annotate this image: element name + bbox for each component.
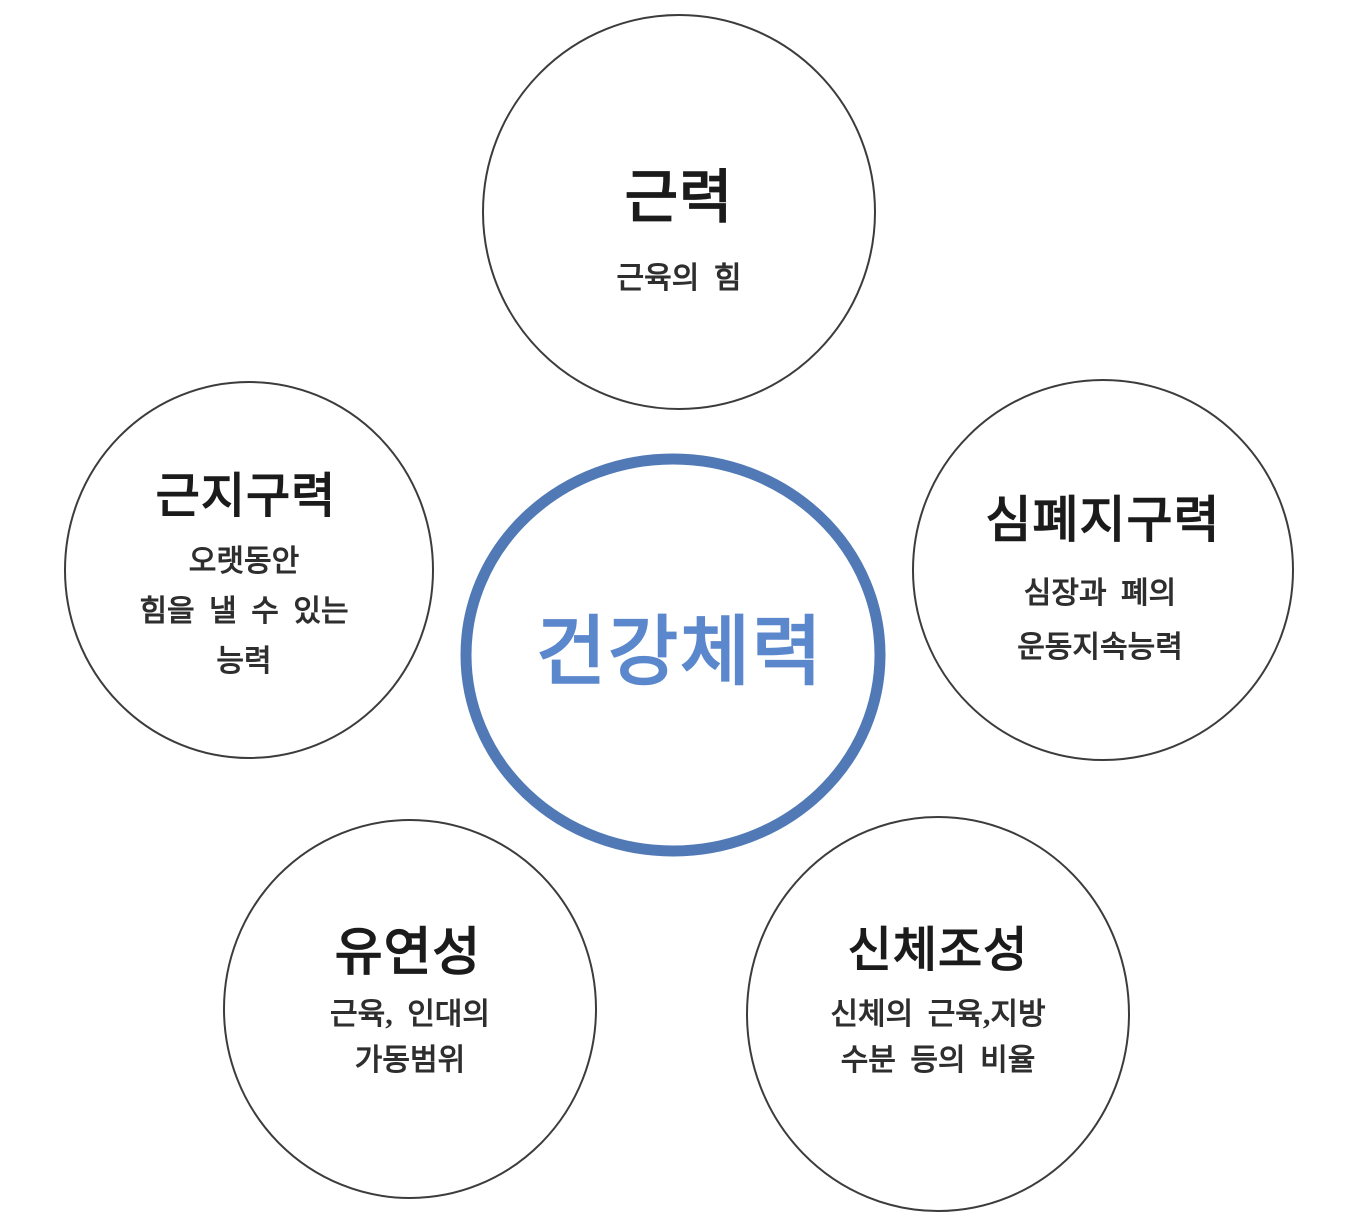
bottom-left-node-subtitle: 근육, 인대의 가동범위 xyxy=(330,992,490,1084)
bottom-left-node-circle xyxy=(223,819,597,1199)
subtitle-line: 수분 등의 비율 xyxy=(840,1044,1036,1077)
subtitle-line: 근육의 힘 xyxy=(616,262,742,295)
right-node-circle xyxy=(912,379,1294,761)
bottom-right-node-title: 신체조성 xyxy=(847,924,1029,977)
left-node-subtitle: 오랫동안 힘을 낼 수 있는 능력 xyxy=(139,537,348,687)
subtitle-line: 능력 xyxy=(216,645,272,678)
subtitle-line: 근육, 인대의 xyxy=(330,998,490,1031)
left-node-title: 근지구력 xyxy=(155,470,337,523)
left-node-circle xyxy=(64,381,434,759)
subtitle-line: 심장과 폐의 xyxy=(1023,577,1177,610)
center-label: 건강체력 xyxy=(536,611,824,695)
bottom-right-node-circle xyxy=(746,816,1130,1212)
top-node-title: 근력 xyxy=(624,165,734,230)
right-node-subtitle: 심장과 폐의 운동지속능력 xyxy=(1017,567,1183,675)
right-node-title: 심폐지구력 xyxy=(985,492,1221,548)
top-node-subtitle: 근육의 힘 xyxy=(617,258,742,300)
subtitle-line: 오랫동안 xyxy=(188,545,300,578)
subtitle-line: 신체의 근육,지방 xyxy=(830,998,1046,1031)
center-ring xyxy=(460,453,886,857)
top-node-circle xyxy=(482,14,876,410)
subtitle-line: 가동범위 xyxy=(354,1044,466,1077)
bottom-right-node-subtitle: 신체의 근육,지방 수분 등의 비율 xyxy=(830,992,1045,1084)
subtitle-line: 운동지속능력 xyxy=(1017,631,1183,664)
bottom-left-node-title: 유연성 xyxy=(334,925,482,982)
subtitle-line: 힘을 낼 수 있는 xyxy=(139,595,349,628)
